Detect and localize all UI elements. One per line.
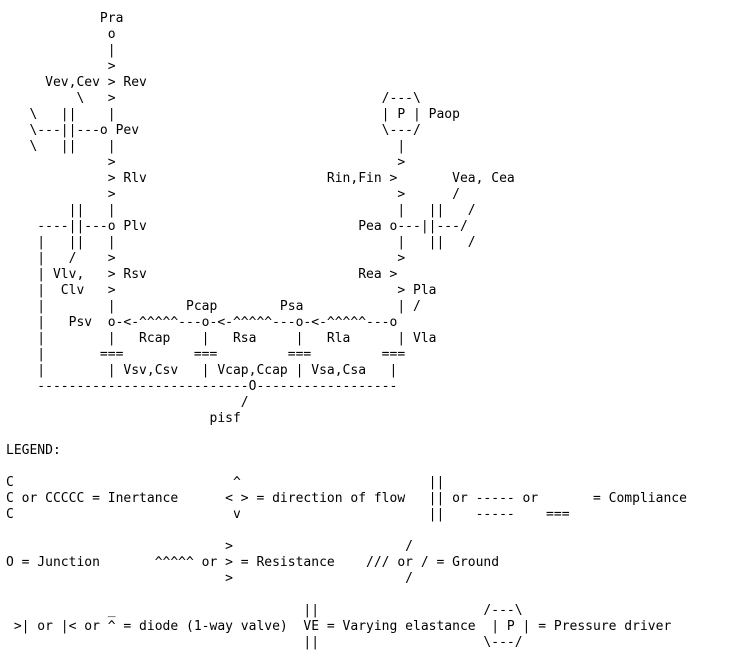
diagram-line: O = Junction ^^^^^ or > = Resistance ///…	[6, 555, 500, 570]
diagram-line: | === === === ===	[6, 347, 406, 362]
diagram-line: _ || /---\	[6, 603, 523, 618]
diagram-line: > Rlv Rin,Fin > Vea, Cea	[6, 171, 515, 186]
diagram-line: >	[6, 59, 116, 74]
diagram-line: \ > /---\	[6, 91, 421, 106]
diagram-line: /	[6, 395, 249, 410]
diagram-line: pisf	[6, 411, 241, 426]
diagram-line: | Psv o-<-^^^^^---o-<-^^^^^---o-<-^^^^^-…	[6, 315, 398, 330]
diagram-line: |	[6, 43, 116, 58]
diagram-line: C ^ ||	[6, 475, 445, 490]
diagram-line: \ || | | P | Paop	[6, 107, 460, 122]
diagram-line: ----||---o Plv Pea o---||---/	[6, 219, 468, 234]
diagram-line: > /	[6, 539, 413, 554]
diagram-line: Vev,Cev > Rev	[6, 75, 147, 90]
diagram-line: | Vlv, > Rsv Rea >	[6, 267, 398, 282]
diagram-line: o	[6, 27, 116, 42]
diagram-line: \ || | |	[6, 139, 406, 154]
diagram-line: | | Rcap | Rsa | Rla | Vla	[6, 331, 437, 346]
diagram-line: > /	[6, 571, 413, 586]
diagram-line: \---||---o Pev \---/	[6, 123, 421, 138]
diagram-line: Pra	[6, 11, 124, 26]
diagram-line: C or CCCCC = Inertance < > = direction o…	[6, 491, 687, 506]
diagram-line: | Clv > > Pla	[6, 283, 437, 298]
diagram-line: | || | | || /	[6, 235, 476, 250]
diagram-line: > > /	[6, 187, 460, 202]
diagram-line: > >	[6, 155, 406, 170]
diagram-line: >| or |< or ^ = diode (1-way valve) VE =…	[6, 619, 672, 634]
diagram-line: | | Vsv,Csv | Vcap,Ccap | Vsa,Csa |	[6, 363, 398, 378]
diagram-line: | / > >	[6, 251, 406, 266]
diagram-line: C v || ----- ===	[6, 507, 570, 522]
diagram-line: | | Pcap Psa | /	[6, 299, 421, 314]
diagram-line: || \---/	[6, 635, 523, 650]
diagram-line: ---------------------------O------------…	[6, 379, 398, 394]
diagram-line: LEGEND:	[6, 443, 61, 458]
diagram-line: || | | || /	[6, 203, 476, 218]
